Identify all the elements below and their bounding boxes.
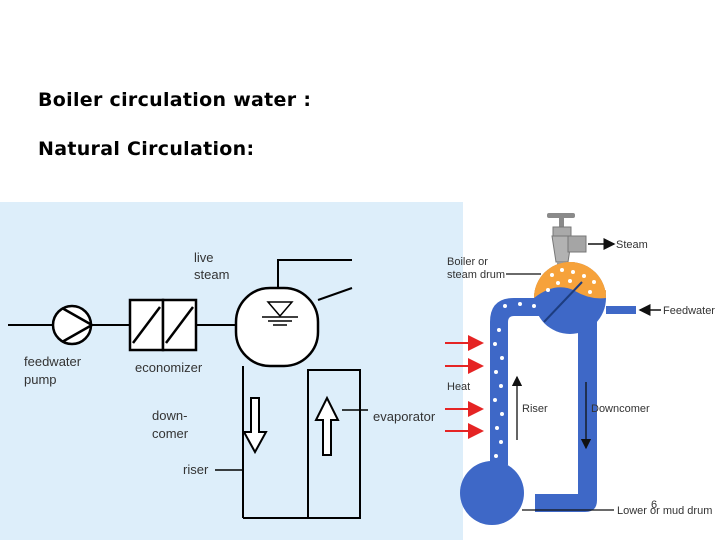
live-label-2: steam — [194, 267, 229, 282]
page-number: 6 — [651, 499, 657, 511]
downcomer-label-right: Downcomer — [591, 403, 650, 415]
boiler-drum-label-1: Boiler or — [447, 256, 488, 268]
riser-label-right: Riser — [522, 403, 548, 415]
riser-label-left: riser — [183, 462, 209, 477]
left-panel-background — [0, 202, 463, 540]
evaporator-label: evaporator — [373, 409, 436, 424]
live-label-1: live — [194, 250, 214, 265]
steam-label: Steam — [616, 239, 648, 251]
heat-label: Heat — [447, 381, 470, 393]
heading-boiler-circulation: Boiler circulation water : — [38, 89, 312, 111]
feedwater-label: Feedwater — [663, 305, 715, 317]
left-schematic: live steam feedwater pump economizer dow… — [0, 202, 463, 540]
feedwater-pump-label-2: pump — [24, 372, 57, 387]
boiler-drum-icon — [534, 262, 606, 334]
economizer-label: economizer — [135, 360, 203, 375]
feedwater-pipe — [606, 306, 636, 314]
downcomer-arrow-icon — [242, 397, 268, 455]
riser-arrow-icon — [314, 395, 340, 456]
evaporator-box — [307, 369, 361, 519]
mud-drum-icon — [460, 461, 524, 525]
live-steam-line — [277, 259, 352, 288]
downcomer-bottom-bend — [535, 494, 597, 512]
downcomer-label-1: down- — [152, 408, 187, 423]
feedwater-pump-label-1: feedwater — [24, 354, 82, 369]
downcomer-label-2: comer — [152, 426, 189, 441]
heat-arrows — [445, 335, 484, 439]
steam-valve-icon — [547, 213, 587, 270]
pump-icon — [51, 304, 95, 346]
economizer-icon — [128, 298, 198, 352]
steam-drum-icon — [234, 286, 320, 368]
evaporator-return-line — [317, 287, 353, 301]
mud-drum-label: Lower or mud drum — [617, 505, 712, 517]
riser-pipe — [490, 298, 548, 465]
boiler-drum-label-2: steam drum — [447, 269, 505, 281]
riser-bubbles — [493, 302, 536, 458]
right-schematic: Steam Feedwater — [445, 213, 715, 525]
heading-natural-circulation: Natural Circulation: — [38, 138, 255, 160]
